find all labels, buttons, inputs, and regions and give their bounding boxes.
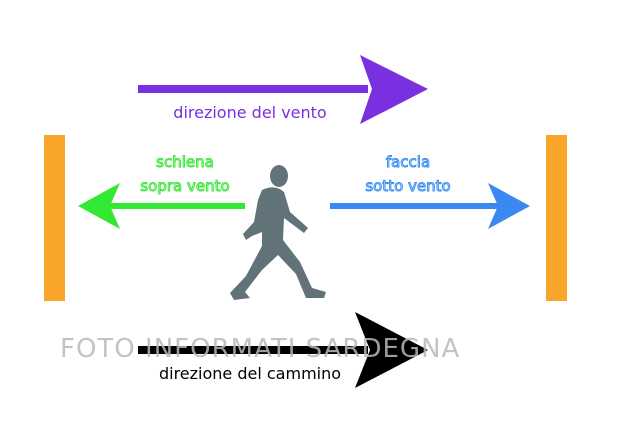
right-wall xyxy=(546,135,567,301)
left-wall xyxy=(44,135,65,301)
walk-direction-label: direzione del cammino xyxy=(158,364,342,383)
back-upwind-label: schiena sopra vento xyxy=(120,150,250,198)
wind-direction-arrow xyxy=(138,55,428,124)
watermark: FOTO INFORMATI SARDEGNA xyxy=(60,334,461,364)
face-label-line2: sotto vento xyxy=(365,177,451,196)
back-upwind-arrow xyxy=(78,183,245,229)
walk-direction-arrow xyxy=(138,312,428,388)
face-label-line1: faccia xyxy=(385,153,431,172)
face-downwind-arrow xyxy=(330,183,530,229)
wind-direction-label: direzione del vento xyxy=(173,103,327,122)
back-label-line2: sopra vento xyxy=(140,177,230,196)
face-downwind-label: faccia sotto vento xyxy=(340,150,476,198)
walking-person-icon xyxy=(230,165,326,300)
back-label-line1: schiena xyxy=(156,153,215,172)
